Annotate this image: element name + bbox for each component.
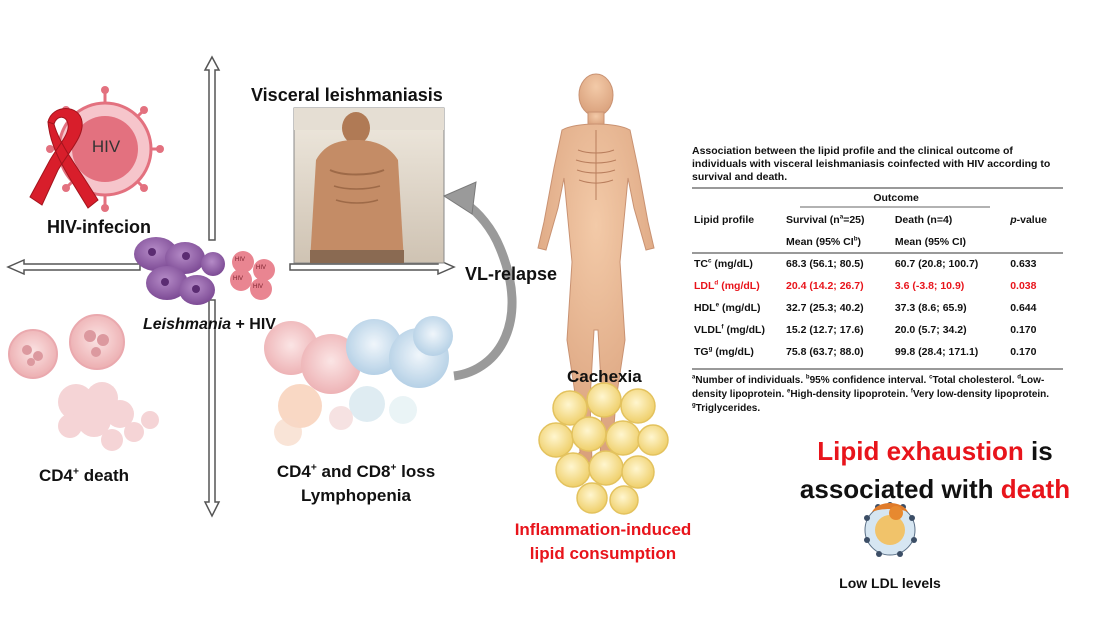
mini-hiv-label-3: HIV (233, 276, 244, 282)
col-death: Death (n=4) (894, 214, 953, 226)
inflammation-line2: lipid consumption (529, 544, 677, 563)
parasite-cluster-icon (134, 237, 275, 305)
cd4-death-main: CD4 (39, 466, 74, 485)
table-rules (692, 187, 1063, 370)
coinfection-rest: + HIV (231, 316, 276, 333)
conclusion-statement: Lipid exhaustion is associated with deat… (770, 432, 1100, 508)
conclusion-death: death (1000, 474, 1071, 504)
lipoprotein-icon (864, 502, 917, 557)
cd4-cd8-sup1: + (310, 462, 317, 474)
human-body-icon (537, 73, 655, 463)
coinfection-label: Leishmania + HIV (143, 316, 276, 334)
conclusion-lipid-exhaustion: Lipid exhaustion (817, 436, 1024, 466)
arrow-up (203, 55, 221, 241)
inflammation-label: Inflammation-induced lipid consumption (498, 518, 708, 566)
lymphocytes-icon (264, 316, 453, 446)
hiv-badge-label: HIV (91, 137, 121, 156)
arrow-left (6, 258, 141, 276)
mini-hiv-label-1: HIV (235, 257, 246, 263)
relapse-curved-arrow (442, 181, 517, 381)
lymphopenia-label: Lymphopenia (301, 486, 411, 505)
cd4-cd8-loss-label: CD4+ and CD8+ loss Lymphopenia (256, 460, 456, 508)
col-p-value: p-value (1010, 214, 1047, 226)
conclusion-associated: associated with (799, 474, 1001, 504)
hiv-infection-label: HIV-infecion (47, 217, 152, 237)
fat-cells-icon (538, 382, 669, 515)
cachexia-label: Cachexia (567, 367, 642, 386)
table-caption: Association between the lipid profile an… (692, 145, 1051, 183)
col-survival: Survival (na=25) (786, 213, 865, 226)
cd4-dying-cells-icon (8, 314, 159, 451)
table-subheader-row: Mean (95% CIb) Mean (95% CI) (692, 231, 1062, 253)
table-row-ldl: LDLd (mg/dL) 20.4 (14.2; 26.7)3.6 (-3.8;… (694, 279, 1037, 292)
table-row-hdl: HDLe (mg/dL) 32.7 (25.3; 40.2)37.3 (8.6;… (694, 301, 1037, 314)
mini-hiv-label-4: HIV (253, 284, 264, 290)
low-ldl-label: Low LDL levels (839, 575, 941, 591)
table-row-vldl: VLDLf (mg/dL) 15.2 (12.7; 17.6)20.0 (5.7… (694, 323, 1037, 336)
patient-photo (293, 107, 445, 264)
sub-death: Mean (95% CI) (894, 236, 967, 248)
lipid-profile-table: Outcome Lipid profile Survival (na=25) D… (692, 187, 1062, 363)
sub-survival: Mean (95% CIb) (786, 235, 862, 248)
cd4-death-label: CD4+ death (39, 466, 129, 486)
mini-hiv-label-2: HIV (256, 265, 267, 271)
cd4-death-tail: death (78, 466, 130, 485)
table-header-row: Lipid profile Survival (na=25) Death (n=… (692, 209, 1062, 231)
cd4-cd8-a: CD4 (276, 462, 311, 481)
arrow-down (203, 299, 221, 518)
cd4-cd8-b: and CD8 (316, 462, 391, 481)
inflammation-line1: Inflammation-induced (514, 520, 692, 539)
table-footnote: aNumber of individuals. b95% confidence … (692, 374, 1050, 414)
vl-relapse-label: VL-relapse (465, 264, 558, 284)
cd4-cd8-c: loss (396, 462, 436, 481)
table-header-outcome: Outcome (692, 187, 1062, 209)
red-ribbon-icon (29, 108, 99, 209)
table-row-tc: TCc (mg/dL) 68.3 (56.1; 80.5)60.7 (20.8;… (694, 257, 1037, 270)
coinfection-italic: Leishmania (143, 316, 232, 333)
visceral-leishmaniasis-label: Visceral leishmaniasis (251, 85, 443, 105)
cd4-death-sup: + (73, 466, 79, 478)
outcome-header: Outcome (873, 192, 919, 204)
cd4-cd8-sup2: + (390, 462, 397, 474)
table-row-tg: TGg (mg/dL) 75.8 (63.7; 88.0)99.8 (28.4;… (694, 345, 1037, 358)
col-lipid-profile: Lipid profile (694, 214, 755, 226)
conclusion-is: is (1023, 436, 1053, 466)
